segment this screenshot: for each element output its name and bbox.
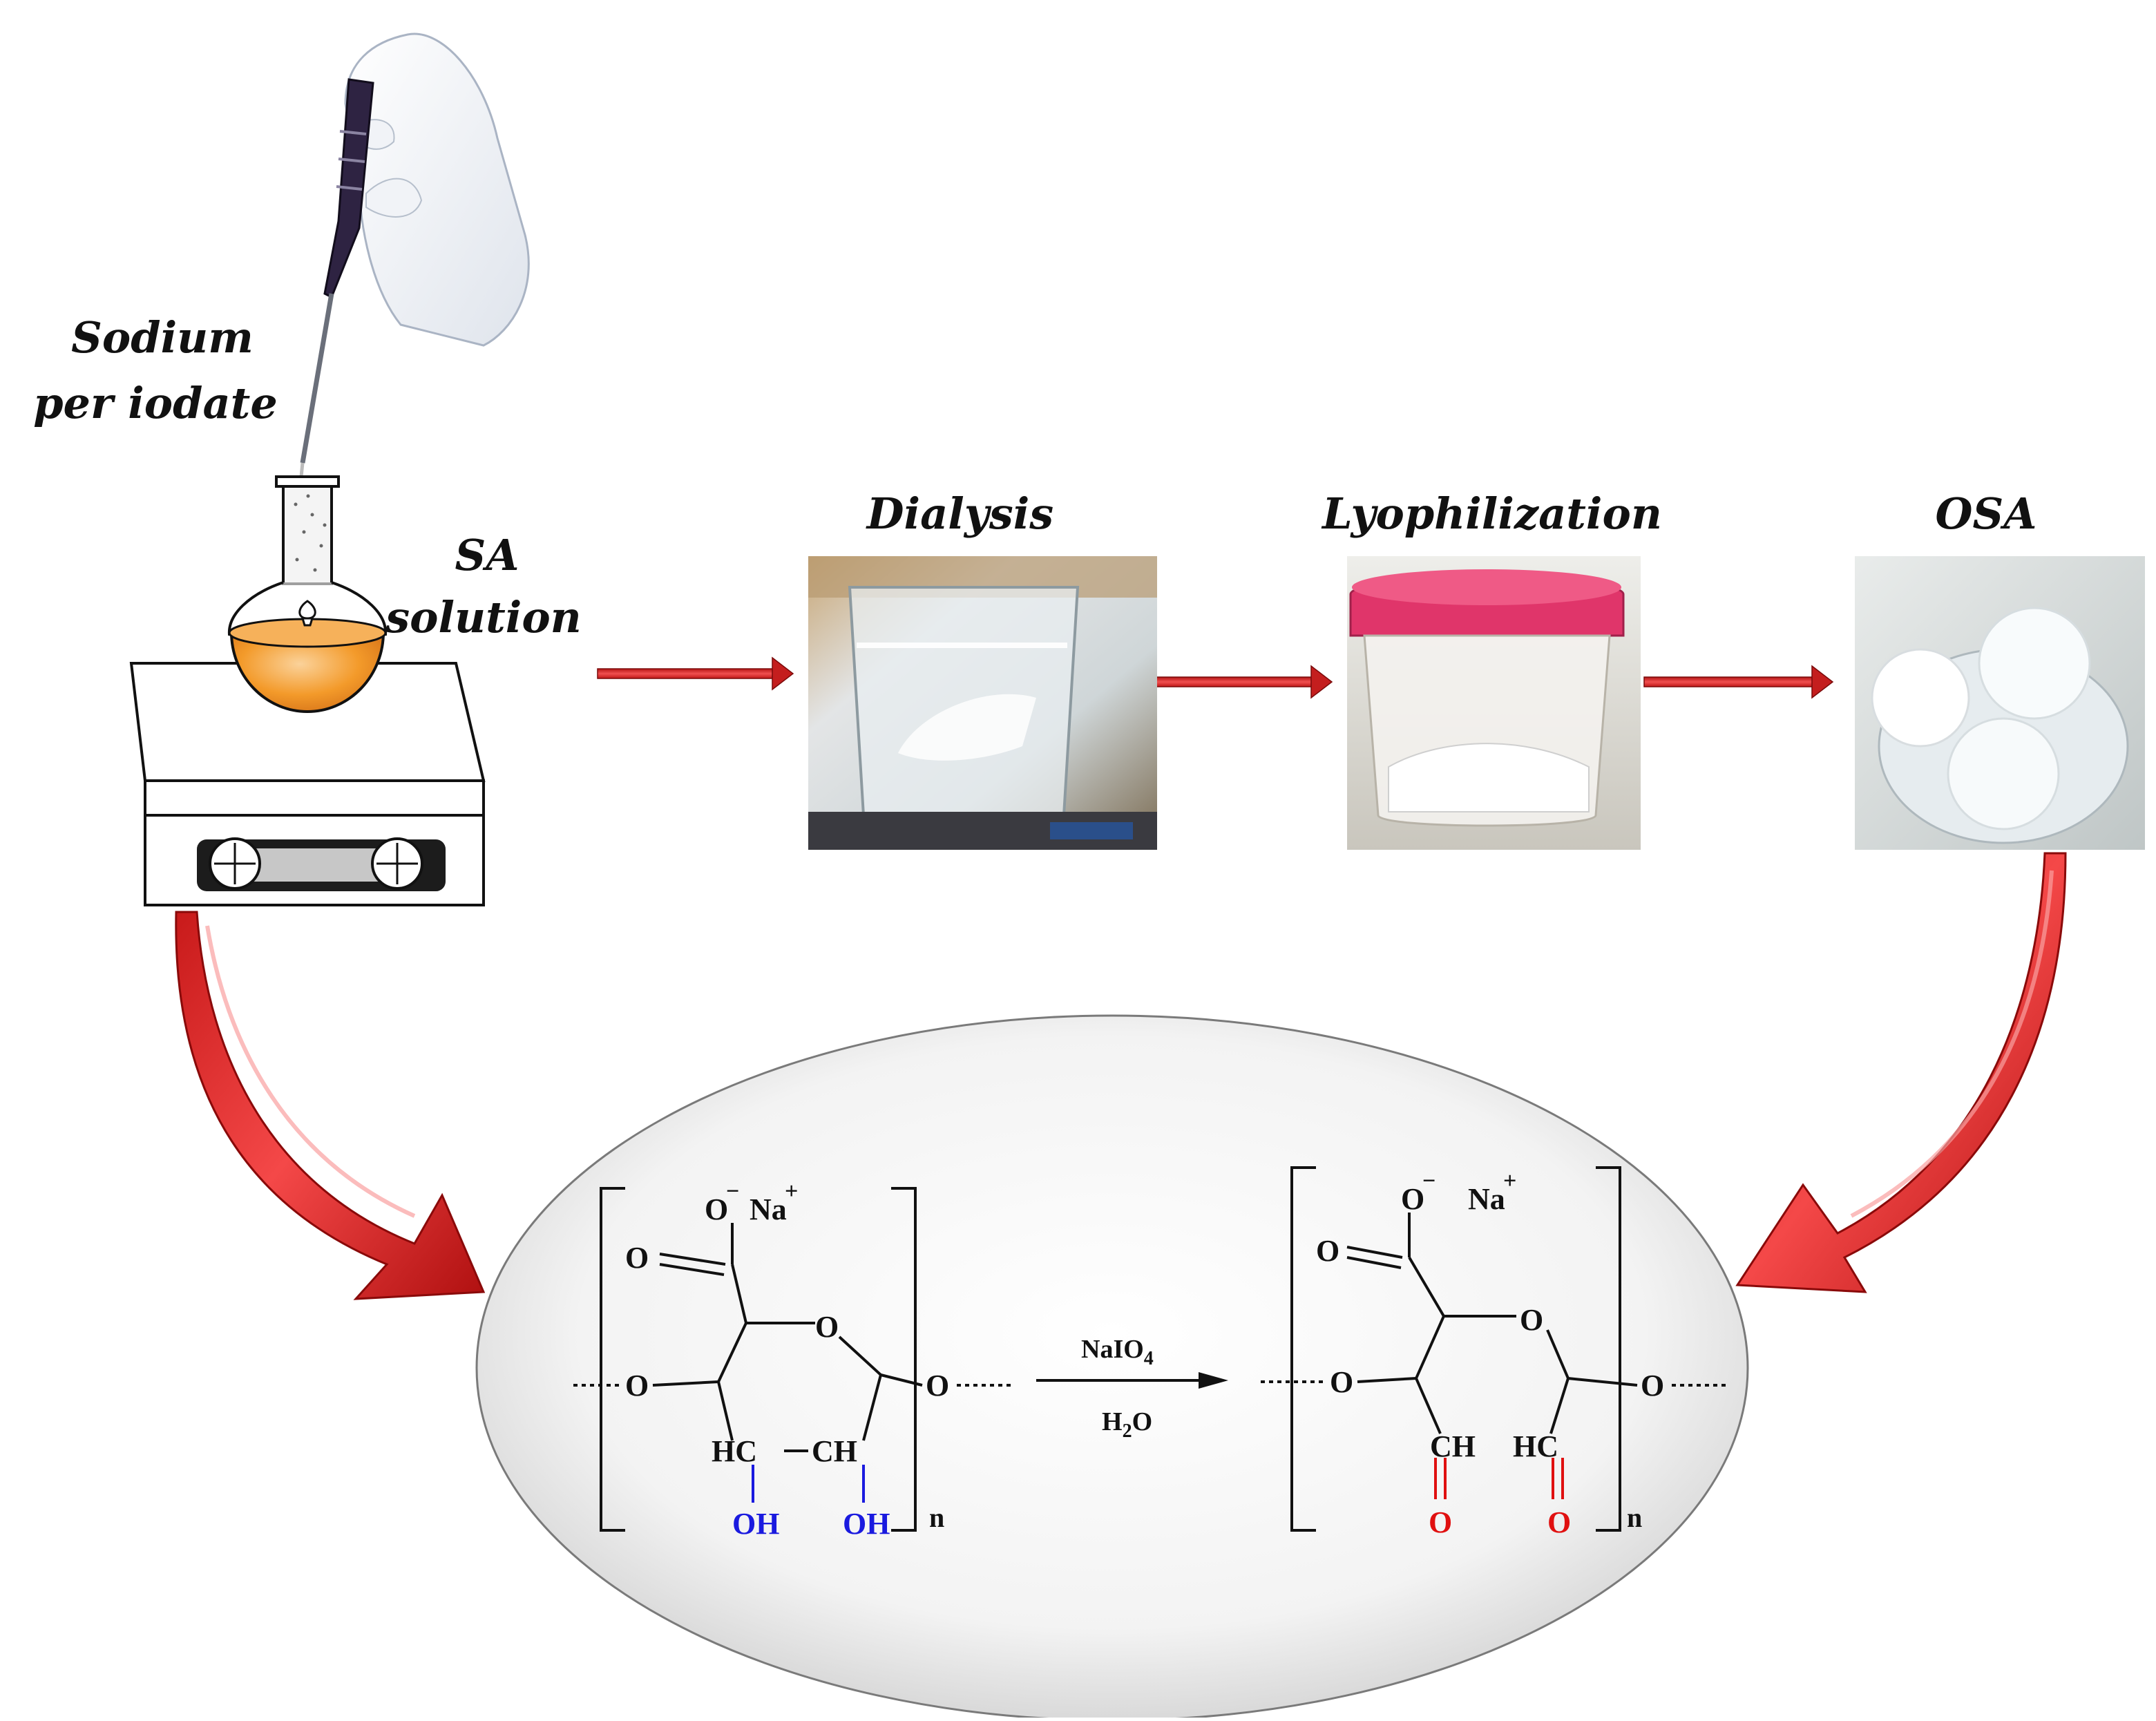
reactant-carboxylate-charge: −: [726, 1179, 739, 1204]
product-structure: [1261, 1166, 1727, 1532]
product-ring-o: O: [1520, 1303, 1543, 1337]
product-aldehyde-right: HC: [1513, 1429, 1558, 1463]
reaction-scheme-ellipse: [475, 1014, 1749, 1721]
stir-bar-icon: [298, 600, 316, 627]
reactant-left-link-o: O: [625, 1369, 649, 1403]
reactant-right-link-o: O: [926, 1369, 949, 1403]
process-arrow-3: [1643, 665, 1834, 699]
step-label-dialysis: Dialysis: [866, 488, 1053, 539]
reagent-label-line2: per iodate: [33, 378, 278, 428]
product-aldehyde-left: CH: [1430, 1429, 1476, 1463]
reactant-hydroxyl-left: OH: [732, 1507, 779, 1541]
product-repeat-n: n: [1627, 1502, 1642, 1533]
product-carboxylate-o: O: [1401, 1182, 1424, 1216]
product-aldehyde-o-right: O: [1547, 1505, 1571, 1539]
hotplate-stirrer: [129, 662, 486, 906]
product-bracket-left: [1290, 1166, 1316, 1532]
reactant-counter-ion-charge: +: [785, 1179, 798, 1204]
reactant-carboxylate-o: O: [705, 1192, 728, 1226]
reactant-bracket-right: [891, 1187, 917, 1532]
osa-product-photo: [1855, 556, 2145, 850]
reactant-repeat-n: n: [929, 1502, 944, 1533]
reaction-solvent-water: H2O: [1102, 1407, 1152, 1442]
reaction-arrow: [1036, 1372, 1228, 1389]
reaction-reagent-periodate: NaIO4: [1081, 1335, 1154, 1369]
solution-label-line2: solution: [385, 592, 582, 643]
reactant-structure: [573, 1187, 1012, 1532]
product-carboxylate-charge: −: [1422, 1168, 1435, 1194]
reactant-counter-ion: Na: [750, 1192, 787, 1226]
product-aldehyde-o-left: O: [1429, 1505, 1452, 1539]
reactant-carbonyl-o: O: [625, 1241, 649, 1275]
product-counter-ion: Na: [1468, 1182, 1505, 1216]
lyophilization-photo: [1347, 556, 1641, 850]
product-counter-ion-charge: +: [1503, 1168, 1516, 1194]
product-left-link-o: O: [1330, 1365, 1353, 1399]
curved-arrow-right: [1735, 852, 2067, 1293]
solution-label-line1: SA: [455, 530, 519, 580]
round-bottom-flask: [227, 475, 388, 713]
step-label-lyophilization: Lyophilization: [1321, 488, 1662, 539]
process-arrow-2: [1132, 665, 1333, 699]
step-label-osa: OSA: [1936, 488, 2037, 539]
reactant-ring-o: O: [815, 1310, 839, 1344]
product-right-link-o: O: [1641, 1369, 1664, 1403]
reactant-c3-label: CH: [812, 1434, 857, 1468]
dialysis-photo: [808, 556, 1157, 850]
product-bracket-right: [1596, 1166, 1621, 1532]
product-carbonyl-o: O: [1316, 1234, 1339, 1268]
reactant-bracket-left: [600, 1187, 625, 1532]
reactant-c2-label: HC: [712, 1434, 757, 1468]
reagent-label-line1: Sodium: [71, 312, 254, 363]
reactant-hydroxyl-right: OH: [843, 1507, 890, 1541]
curved-arrow-left: [175, 911, 486, 1300]
process-arrow-1: [597, 656, 794, 691]
pipette-hand-illustration: [299, 32, 530, 477]
